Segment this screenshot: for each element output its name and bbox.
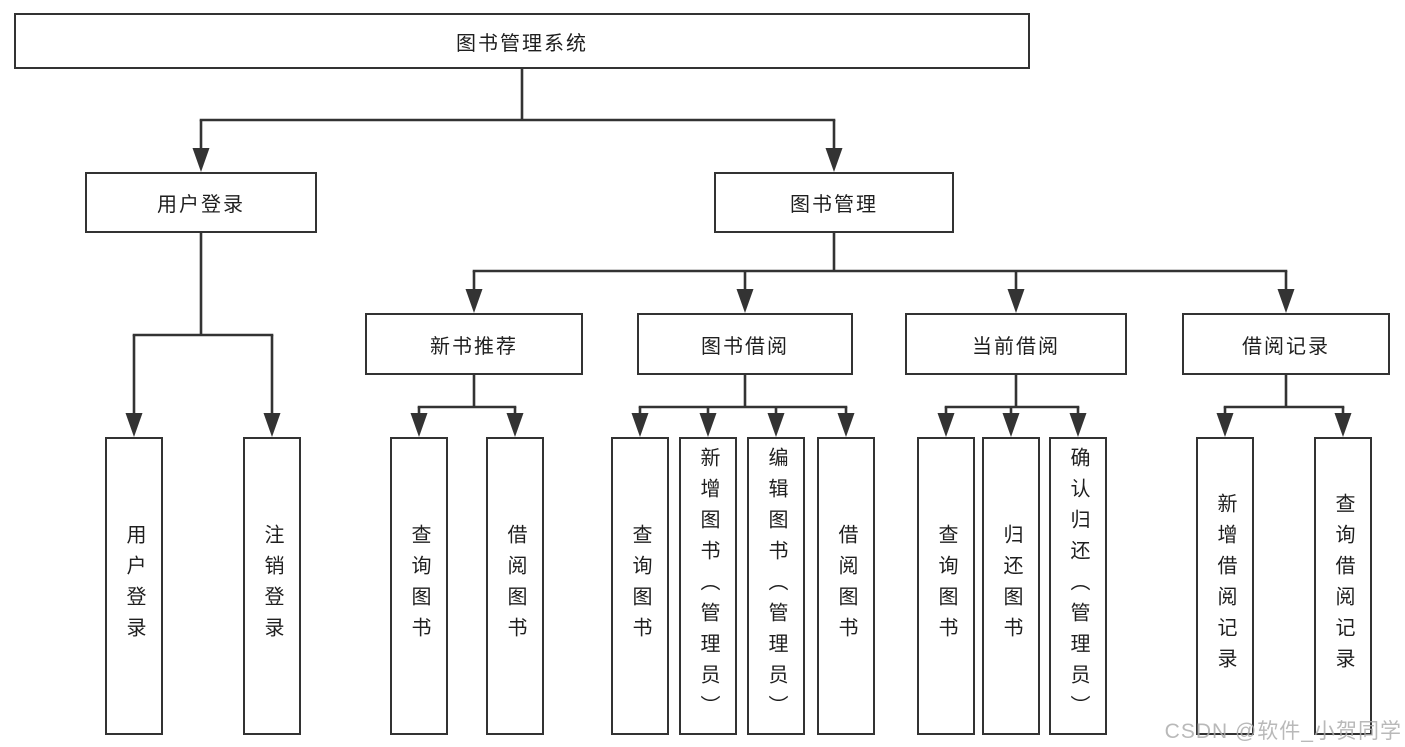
- arrowhead-icon: [263, 413, 281, 437]
- connector-currentborrow-to-leaves: [937, 375, 1087, 437]
- connector-root-to-level2: [192, 67, 843, 172]
- leaf-confirm-return-admin: 确认归还（管理员）: [1049, 437, 1107, 735]
- connector-userlogin-to-leaves: [125, 233, 281, 437]
- arrowhead-icon: [192, 148, 210, 172]
- arrowhead-icon: [736, 289, 754, 313]
- arrowhead-icon: [1334, 413, 1352, 437]
- node-book-management: 图书管理: [714, 172, 954, 233]
- connector-bookmgmt-to-level3: [465, 233, 1295, 313]
- connector-newbooks-to-leaves: [410, 375, 524, 437]
- leaf-query-borrow-record: 查询借阅记录: [1314, 437, 1372, 735]
- arrowhead-icon: [631, 413, 649, 437]
- arrowhead-icon: [825, 148, 843, 172]
- leaf-add-borrow-record: 新增借阅记录: [1196, 437, 1254, 735]
- arrowhead-icon: [1216, 413, 1234, 437]
- arrowhead-icon: [506, 413, 524, 437]
- arrowhead-icon: [1002, 413, 1020, 437]
- leaf-query-books-newbooks: 查询图书: [390, 437, 448, 735]
- node-new-book-recommendation: 新书推荐: [365, 313, 583, 375]
- csdn-watermark: CSDN @软件_小贺同学: [1164, 720, 1402, 743]
- leaf-edit-books-admin: 编辑图书（管理员）: [747, 437, 805, 735]
- arrowhead-icon: [410, 413, 428, 437]
- leaf-borrow-books-newbooks: 借阅图书: [486, 437, 544, 735]
- leaf-query-books-borrow: 查询图书: [611, 437, 669, 735]
- arrowhead-icon: [1277, 289, 1295, 313]
- arrowhead-icon: [767, 413, 785, 437]
- connector-bookborrow-to-leaves: [631, 375, 855, 437]
- arrowhead-icon: [937, 413, 955, 437]
- leaf-borrow-books-borrow: 借阅图书: [817, 437, 875, 735]
- connector-borrowrecords-to-leaves: [1216, 375, 1352, 437]
- node-user-login: 用户登录: [85, 172, 317, 233]
- leaf-return-books: 归还图书: [982, 437, 1040, 735]
- node-current-borrowing: 当前借阅: [905, 313, 1127, 375]
- leaf-user-login: 用户登录: [105, 437, 163, 735]
- arrowhead-icon: [1007, 289, 1025, 313]
- leaf-query-books-current: 查询图书: [917, 437, 975, 735]
- arrowhead-icon: [465, 289, 483, 313]
- node-library-management-system: 图书管理系统: [14, 13, 1030, 69]
- node-book-borrowing: 图书借阅: [637, 313, 853, 375]
- arrowhead-icon: [125, 413, 143, 437]
- arrowhead-icon: [1069, 413, 1087, 437]
- leaf-add-books-admin: 新增图书（管理员）: [679, 437, 737, 735]
- leaf-logout: 注销登录: [243, 437, 301, 735]
- arrowhead-icon: [699, 413, 717, 437]
- node-borrowing-records: 借阅记录: [1182, 313, 1390, 375]
- arrowhead-icon: [837, 413, 855, 437]
